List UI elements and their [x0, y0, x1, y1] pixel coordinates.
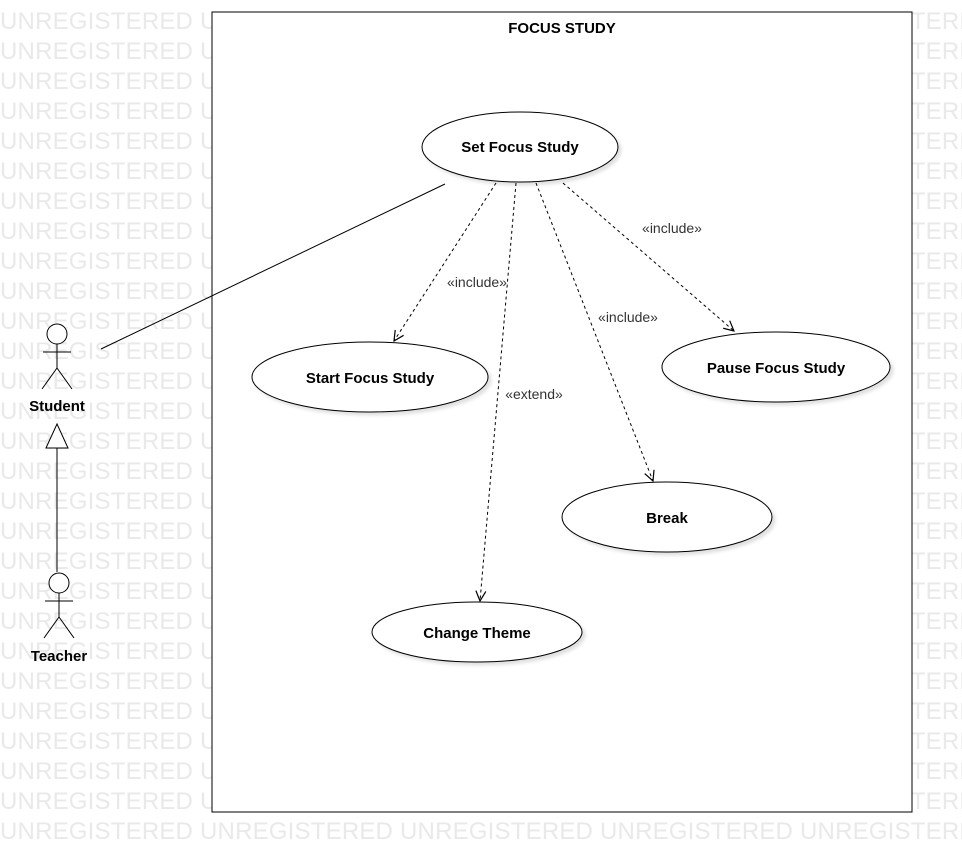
- relationships: «include» «extend» «include» «include»: [45, 182, 734, 601]
- use-case-start-focus-study[interactable]: Start Focus Study: [251, 341, 489, 413]
- include-label-start: «include»: [447, 274, 507, 290]
- use-case-label: Start Focus Study: [306, 370, 435, 387]
- watermark-text: UNREGISTERED: [0, 398, 193, 425]
- include-label-pause: «include»: [642, 220, 702, 236]
- watermark-text: UNREGISTERED: [800, 818, 962, 845]
- watermark-text: UNREGISTERED: [0, 308, 193, 335]
- association-student-set[interactable]: [100, 183, 446, 350]
- stick-figure-icon: [43, 572, 75, 639]
- use-case-set-focus-study[interactable]: Set Focus Study: [421, 111, 619, 183]
- watermark-text: UNREGISTERED: [0, 218, 193, 245]
- watermark-text: UNREGISTERED: [0, 368, 193, 395]
- watermark-text: UNREGISTERED: [0, 38, 193, 65]
- watermark-text: UNREGISTERED: [0, 518, 193, 545]
- watermark-text: UNREGISTERED: [0, 548, 193, 575]
- extend-set-theme[interactable]: [480, 182, 517, 601]
- watermark-text: UNREGISTERED: [0, 188, 193, 215]
- watermark-text: UNREGISTERED: [0, 608, 193, 635]
- watermark-text: UNREGISTERED: [0, 638, 193, 665]
- include-set-pause[interactable]: [562, 182, 734, 331]
- watermark-text: UNREGISTERED: [600, 818, 793, 845]
- use-case-label: Set Focus Study: [461, 139, 579, 156]
- watermark-text: UNREGISTERED: [0, 578, 193, 605]
- extend-label-theme: «extend»: [505, 386, 563, 402]
- watermark-text: UNREGISTERED: [0, 818, 193, 845]
- include-label-break: «include»: [598, 309, 658, 325]
- watermark-text: UNREGISTERED: [0, 158, 193, 185]
- actor-student[interactable]: Student: [29, 323, 85, 415]
- include-set-break[interactable]: [535, 182, 653, 481]
- use-case-label: Change Theme: [423, 625, 531, 642]
- watermark-text: UNREGISTERED: [0, 428, 193, 455]
- use-case-change-theme[interactable]: Change Theme: [371, 601, 583, 663]
- include-set-start[interactable]: [394, 182, 497, 341]
- watermark-text: UNREGISTERED: [0, 728, 193, 755]
- use-case-label: Break: [646, 510, 688, 527]
- watermark-text: UNREGISTERED: [0, 128, 193, 155]
- watermark-text: UNREGISTERED: [200, 818, 393, 845]
- watermark-text: UNREGISTERED: [0, 698, 193, 725]
- watermark-text: UNREGISTERED: [0, 488, 193, 515]
- actor-teacher[interactable]: Teacher: [31, 572, 88, 665]
- stick-figure-icon: [41, 323, 73, 390]
- actor-label: Student: [29, 398, 85, 415]
- watermark-text: UNREGISTERED: [400, 818, 593, 845]
- watermark-text: UNREGISTERED: [0, 8, 193, 35]
- watermark-text: UNREGISTERED: [0, 338, 193, 365]
- watermark-text: UNREGISTERED: [0, 668, 193, 695]
- watermark-text: UNREGISTERED: [0, 458, 193, 485]
- use-case-break[interactable]: Break: [561, 481, 773, 553]
- generalization-teacher-student[interactable]: [45, 422, 69, 572]
- watermark-text: UNREGISTERED: [0, 248, 193, 275]
- use-case-pause-focus-study[interactable]: Pause Focus Study: [661, 331, 891, 403]
- watermark-text: UNREGISTERED: [0, 98, 193, 125]
- watermark-text: UNREGISTERED: [0, 278, 193, 305]
- system-boundary-title: FOCUS STUDY: [508, 20, 616, 37]
- watermark-text: UNREGISTERED: [0, 68, 193, 95]
- actor-label: Teacher: [31, 648, 88, 665]
- watermark-text: UNREGISTERED: [0, 788, 193, 815]
- watermark-text: UNREGISTERED: [0, 758, 193, 785]
- use-case-label: Pause Focus Study: [707, 360, 846, 377]
